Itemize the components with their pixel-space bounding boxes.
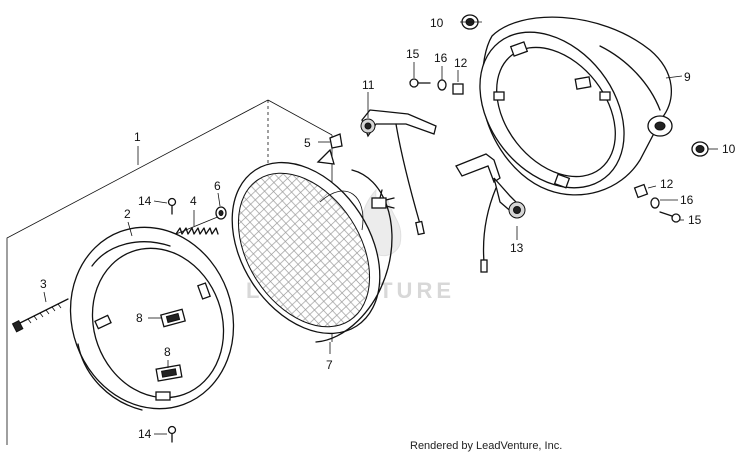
callout-12-lower: 12	[660, 177, 674, 191]
callout-8-upper: 8	[136, 311, 143, 325]
lens-mounting-clip	[329, 133, 343, 149]
headlight-case	[479, 16, 673, 196]
callout-15-upper: 15	[406, 47, 420, 61]
rim-tab-upper	[160, 308, 186, 328]
callout-labels: 1 2 3 4 5 6 7 8 8 9 10 10 11 12 12 13 14…	[40, 16, 736, 441]
rim-screw-lower	[167, 425, 177, 443]
adjuster-nut	[215, 206, 227, 220]
callout-14-upper: 14	[138, 194, 152, 208]
bolt-upper	[409, 78, 431, 88]
callout-11: 11	[362, 78, 375, 92]
lower-mounting-bracket	[455, 153, 526, 273]
leader-lines	[43, 21, 718, 435]
rim-screw-upper	[167, 197, 177, 215]
callout-14-lower: 14	[138, 427, 152, 441]
callout-10-upper: 10	[430, 16, 444, 30]
callout-2: 2	[124, 207, 131, 221]
adjusting-spring	[175, 215, 221, 235]
callout-8-lower: 8	[164, 345, 171, 359]
callout-4: 4	[190, 194, 197, 208]
washer-upper	[437, 79, 447, 91]
adjusting-screw	[11, 298, 69, 333]
callout-16-lower: 16	[680, 193, 694, 207]
callout-12-upper: 12	[454, 56, 468, 70]
callout-6: 6	[214, 179, 221, 193]
callout-13: 13	[510, 241, 524, 255]
bolt-lower	[659, 211, 681, 223]
headlight-rim	[69, 226, 235, 411]
grommet-right	[691, 141, 709, 157]
sealed-beam-unit	[231, 148, 395, 343]
collar-lower	[633, 183, 649, 199]
render-credit: Rendered by LeadVenture, Inc.	[410, 440, 563, 452]
callout-1: 1	[134, 130, 141, 144]
callout-5: 5	[304, 136, 311, 150]
washer-lower	[650, 197, 660, 209]
collar-upper	[452, 83, 464, 95]
callout-15-lower: 15	[688, 213, 702, 227]
callout-3: 3	[40, 277, 47, 291]
callout-9: 9	[684, 70, 691, 84]
callout-10-right: 10	[722, 142, 736, 156]
callout-7: 7	[326, 358, 333, 372]
upper-mounting-bracket	[360, 109, 437, 236]
callout-16-upper: 16	[434, 51, 448, 65]
